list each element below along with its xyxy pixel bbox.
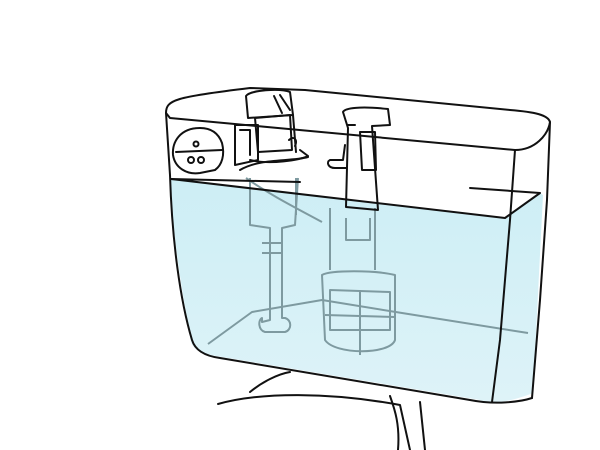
fill-valve (245, 177, 323, 333)
toilet-bowl-base (217, 371, 426, 450)
overflow-pipe-head (326, 106, 391, 211)
flush-button[interactable] (171, 127, 225, 175)
water-line (170, 178, 541, 219)
tank-body (165, 87, 551, 404)
fill-valve-head (234, 88, 309, 171)
flush-valve (321, 208, 396, 355)
